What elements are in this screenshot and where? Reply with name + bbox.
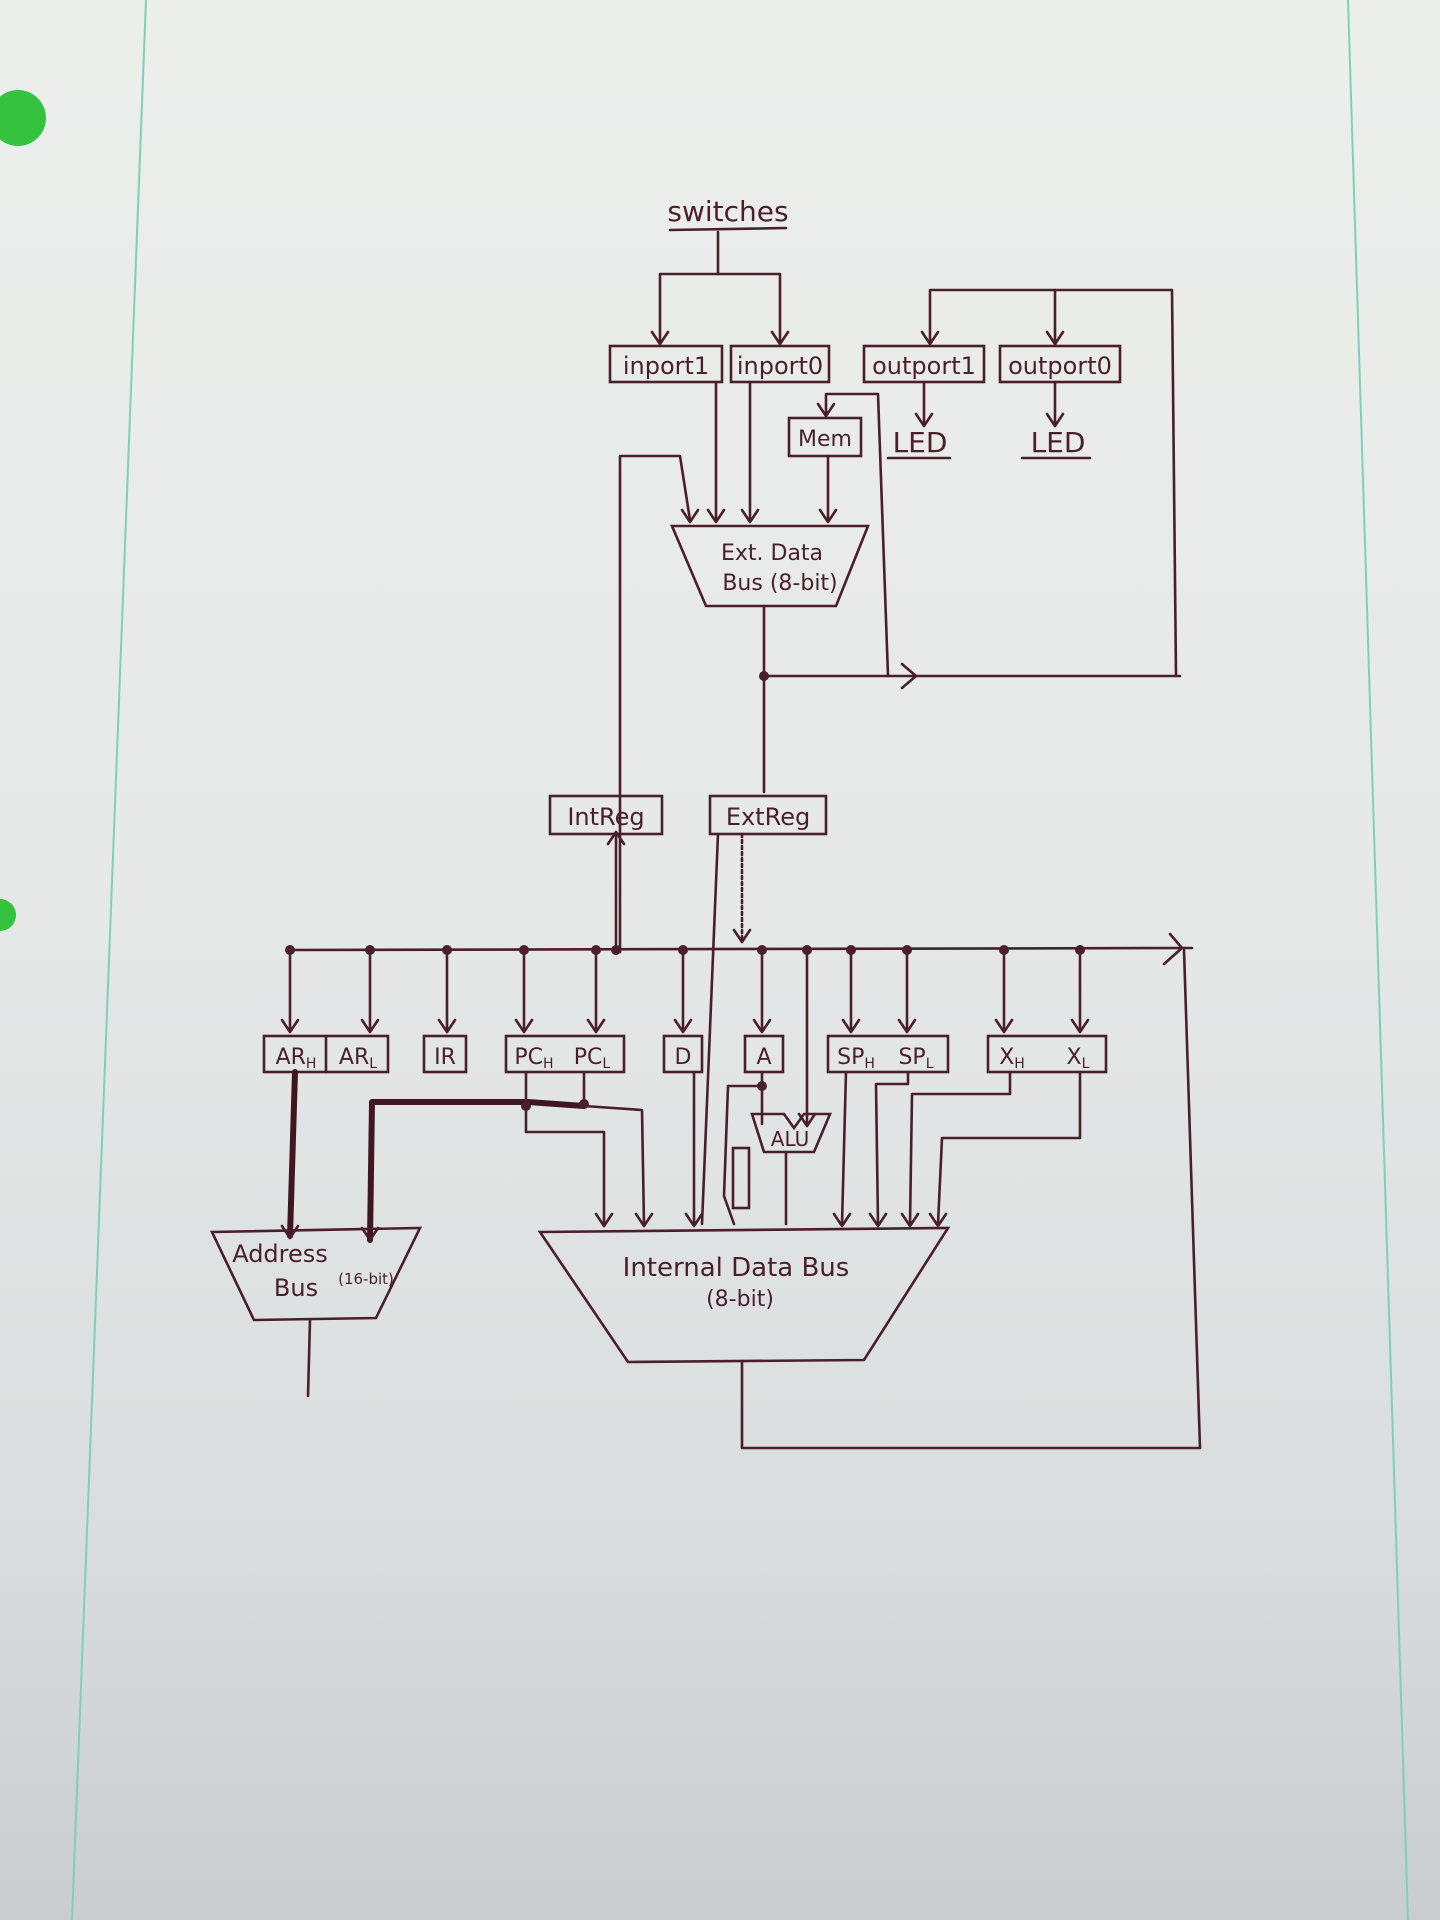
- a-bypass-wire: [724, 1086, 762, 1224]
- right-margin-line: [1348, 0, 1408, 1920]
- ext-bus-label-line2: Bus (8-bit): [722, 571, 837, 596]
- alu-status-scribble: [733, 1148, 749, 1208]
- extreg-label: ExtReg: [726, 803, 810, 831]
- x-l-label: XL: [1067, 1045, 1090, 1072]
- outport1-label: outport1: [872, 352, 976, 380]
- ext-bus-label-line1: Ext. Data: [721, 541, 823, 566]
- inport0-label: inport0: [737, 352, 823, 380]
- internal-bus-label-line2: (8-bit): [706, 1287, 774, 1312]
- address-bus-label-line1: Address: [232, 1240, 328, 1268]
- ir-label: IR: [434, 1045, 456, 1070]
- outport0-label: outport0: [1008, 352, 1112, 380]
- led0-label: LED: [1031, 426, 1086, 459]
- switches-underline: [670, 228, 786, 230]
- a-label: A: [756, 1045, 771, 1070]
- outport-feed-wire: [930, 290, 1176, 676]
- switches-fanout-wire: [660, 274, 780, 342]
- intreg-label: IntReg: [567, 803, 644, 831]
- binder-hole-dot-middle: [0, 899, 16, 931]
- x-h-label: XH: [999, 1045, 1025, 1072]
- switches-group: switches: [652, 195, 789, 344]
- led1-label: LED: [893, 426, 948, 459]
- binder-hole-dot-top: [0, 90, 46, 146]
- address-bus-output-wire: [308, 1320, 310, 1396]
- pc-to-address-bus-wire: [370, 1102, 584, 1240]
- inport1-label: inport1: [623, 352, 709, 380]
- internal-bus-label-line1: Internal Data Bus: [623, 1253, 850, 1283]
- sp-l-label: SPL: [898, 1045, 933, 1072]
- register-feed-lines: [282, 950, 1088, 1032]
- x-h-to-intbus-wire: [910, 1072, 1010, 1224]
- intreg-to-extbus-wire: [620, 456, 690, 952]
- pc-l-junction-dot: [579, 1099, 589, 1109]
- address-bus-width-label: (16-bit): [338, 1270, 394, 1288]
- pc-h-junction-dot: [521, 1101, 531, 1111]
- pc-l-to-intbus-wire: [584, 1072, 644, 1224]
- sp-l-to-intbus-wire: [876, 1072, 908, 1224]
- internal-bus-feedback-wire: [742, 950, 1200, 1448]
- d-label: D: [675, 1045, 692, 1070]
- alu-label: ALU: [771, 1127, 809, 1151]
- mem-label: Mem: [798, 427, 852, 452]
- pc-h-to-intbus-wire: [526, 1072, 604, 1224]
- left-margin-line: [72, 0, 146, 1920]
- extbus-junction-dot: [759, 671, 769, 681]
- address-bus-label-line2: Bus: [274, 1274, 318, 1302]
- intbus-input-arrows: [596, 1214, 946, 1226]
- ar-h-label: ARH: [276, 1045, 317, 1072]
- ar-h-to-address-bus-wire: [290, 1072, 295, 1236]
- switches-label: switches: [667, 195, 788, 228]
- pc-l-label: PCL: [574, 1045, 611, 1072]
- pc-h-label: PCH: [514, 1045, 553, 1072]
- extreg-to-intbus-wire: [702, 834, 718, 1224]
- sp-h-to-intbus-wire: [842, 1072, 846, 1224]
- ar-l-label: ARL: [339, 1045, 377, 1072]
- internal-bus-rail: [290, 948, 1192, 950]
- sp-h-label: SPH: [837, 1045, 875, 1072]
